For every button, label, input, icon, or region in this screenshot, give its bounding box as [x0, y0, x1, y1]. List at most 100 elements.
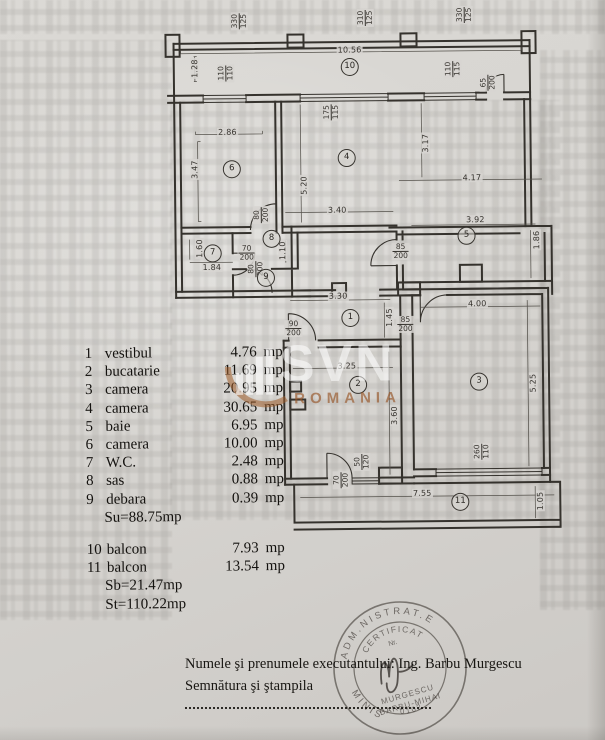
legend-room-name: baie	[105, 418, 131, 435]
room-number-badge: 2	[349, 375, 368, 395]
scan-edge-shadow	[587, 0, 605, 740]
legend-room-area: 7.93	[232, 540, 259, 557]
stamp-signature-squiggle	[380, 657, 414, 693]
legend-room-name: bucatarie	[104, 363, 160, 381]
signature-stamp-line: Semnătura şi ştampila	[185, 678, 314, 694]
legend-room-number: 4	[85, 400, 93, 417]
legend-room-area: 0.88	[231, 471, 259, 488]
legend-room-area: 6.95	[231, 417, 258, 434]
room-number-badge: 4	[337, 148, 356, 168]
legend-room-number: 2	[84, 364, 93, 381]
legend-room-number: 7	[85, 455, 94, 472]
legend-room-unit: mp	[265, 539, 285, 557]
dim-label: 1.45	[384, 307, 395, 328]
dim-label: 10.56	[336, 45, 363, 55]
legend-room-area: 4.76	[230, 344, 257, 361]
legend-room-unit: mp	[265, 558, 286, 575]
legend-room-name: sas	[105, 473, 125, 490]
dim-label: 4.17	[461, 173, 483, 183]
legend-room-number: 8	[85, 473, 94, 490]
stamp-nr-text: Nr.	[388, 639, 399, 648]
round-ink-stamp: ADM.NISTRAT.E MINIS CERTIFICAT Nr. MURGE…	[329, 595, 467, 735]
dim-label: 4.00	[466, 299, 488, 309]
legend-room-area: 2.48	[231, 453, 258, 470]
legend-room-unit: mp	[264, 434, 284, 452]
legend-room-unit: mp	[264, 489, 285, 506]
legend-room-unit: mp	[263, 398, 284, 415]
room-number-badge: 10	[340, 57, 359, 77]
legend-room-unit: mp	[264, 471, 285, 488]
room-number-badge: 7	[203, 244, 222, 263]
legend-row: 2 bucatarie 11.69 mp	[85, 361, 283, 381]
dim-label: 1.10	[278, 240, 288, 262]
dim-label: 5.20	[299, 175, 309, 196]
dim-label: 1.86	[531, 229, 542, 251]
dim-label: 5.25	[528, 372, 538, 394]
room-number-badge: 5	[457, 226, 476, 245]
legend-room-area: 11.69	[223, 362, 257, 379]
dim-label: 3.47	[190, 159, 200, 180]
dim-label: 3.40	[326, 205, 348, 215]
room-number-badge: 8	[262, 229, 281, 248]
scan-bottom-shadow	[0, 726, 605, 740]
legend-room-area: 0.39	[231, 489, 259, 507]
legend-room-name: camera	[105, 436, 150, 453]
legend-room-unit: mp	[263, 362, 283, 379]
room-number-badge: 6	[222, 160, 241, 179]
legend-room-area: 30.65	[223, 398, 258, 416]
dim-label: 1.60	[195, 238, 205, 259]
room-number-badge: 1	[341, 308, 360, 328]
legend-room-area: 13.54	[225, 558, 260, 575]
legend-row: 6 camera 10.00 mp	[86, 434, 284, 454]
dim-label: 1.84	[201, 262, 223, 273]
legend-room-number: 5	[85, 418, 94, 435]
legend-room-number: 6	[85, 436, 94, 454]
legend-room-name: W.C.	[105, 454, 137, 472]
dim-label: 3.17	[420, 132, 431, 154]
executor-name-line: Numele şi prenumele executantului: Ing. …	[185, 656, 522, 672]
legend-room-area: 10.00	[223, 435, 258, 452]
legend-room-name: balcon	[106, 541, 147, 558]
dim-label: 3.92	[465, 215, 486, 225]
legend-room-name: balcon	[106, 559, 148, 577]
footer-text-block: Numele şi prenumele executantului: Ing. …	[185, 653, 585, 709]
legend-room-number: 10	[86, 541, 102, 559]
legend-room-number: 1	[84, 345, 93, 363]
legend-row: 8 sas 0.88 mp	[86, 470, 284, 490]
signature-dotted-line	[185, 699, 431, 709]
room-number-badge: 3	[469, 372, 489, 391]
legend-room-area: 20.95	[223, 380, 258, 397]
windows	[202, 92, 543, 485]
legend-room-number: 9	[86, 491, 94, 508]
legend-room-number: 11	[86, 560, 102, 577]
dim-label: 7.55	[411, 488, 433, 498]
legend-room-unit: mp	[263, 343, 283, 361]
room-number-badge: 9	[256, 268, 276, 287]
room-number-badge: 11	[451, 492, 470, 511]
dim-label: 3.25	[336, 361, 358, 371]
legend-room-number: 3	[84, 382, 93, 399]
